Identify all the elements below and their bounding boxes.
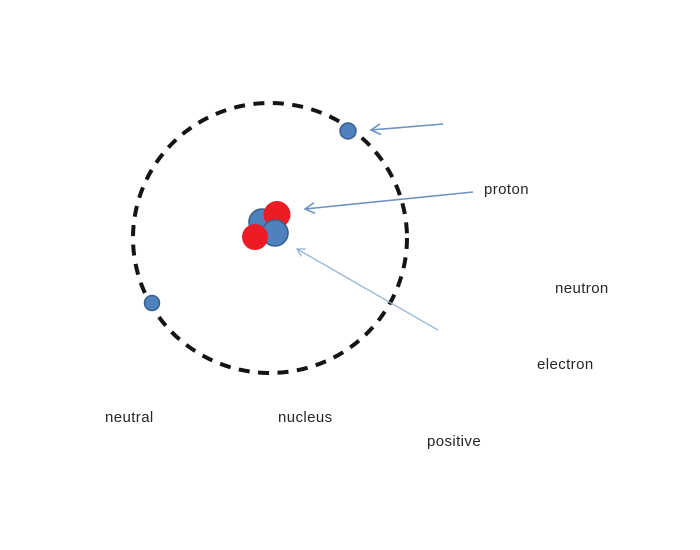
proton-sphere (242, 224, 268, 250)
arrow-to-electron (369, 123, 444, 136)
label-nucleus[interactable]: nucleus (278, 409, 333, 426)
label-electron[interactable]: electron (537, 356, 594, 373)
label-neutral[interactable]: neutral (105, 409, 154, 426)
electron-particle-left (143, 294, 161, 312)
arrow-to-nucleus-lower (295, 248, 439, 331)
label-positive[interactable]: positive (427, 433, 482, 450)
nucleus-cluster (242, 201, 291, 250)
arrow-to-nucleus-upper (303, 191, 474, 214)
label-neutron[interactable]: neutron (555, 280, 609, 297)
label-proton[interactable]: proton (484, 181, 529, 198)
electron-orbit (131, 101, 409, 375)
electron-particle-top (339, 122, 357, 140)
